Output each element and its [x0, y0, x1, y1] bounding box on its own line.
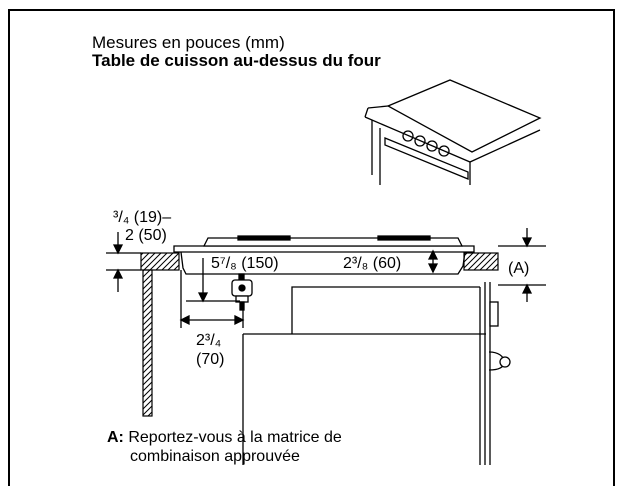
figure-frame — [8, 9, 615, 486]
dim-label-a: (A) — [508, 260, 529, 277]
countertop-left — [140, 252, 180, 271]
perspective-illustration — [364, 79, 542, 185]
gas-regulator — [231, 273, 253, 311]
legend-key: A: — [107, 429, 124, 446]
legend-line1: A: Reportez-vous à la matrice de — [107, 429, 342, 447]
cabinet-wall-left — [142, 269, 153, 417]
dim-top-thickness-line2: 2 (50) — [125, 227, 167, 244]
legend-line2: combinaison approuvée — [130, 448, 300, 465]
countertop-right — [463, 252, 499, 271]
dim-side-clearance-line1: 2³/₄ — [196, 332, 221, 349]
legend-text-1: Reportez-vous à la matrice de — [128, 429, 342, 446]
dim-height-right: 2³/₈ (60) — [343, 255, 401, 272]
oven-cabinet — [242, 282, 511, 465]
diagram-title: Table de cuisson au-dessus du four — [92, 51, 381, 70]
cooktop — [173, 235, 475, 275]
dim-side-clearance-line2: (70) — [196, 351, 224, 368]
subtitle: Mesures en pouces (mm) — [92, 33, 285, 52]
dim-depth-below: 5⁷/₈ (150) — [211, 255, 279, 272]
dim-top-thickness-line1: ³/₄ (19)– — [113, 209, 171, 226]
dimension-lines — [106, 228, 546, 328]
